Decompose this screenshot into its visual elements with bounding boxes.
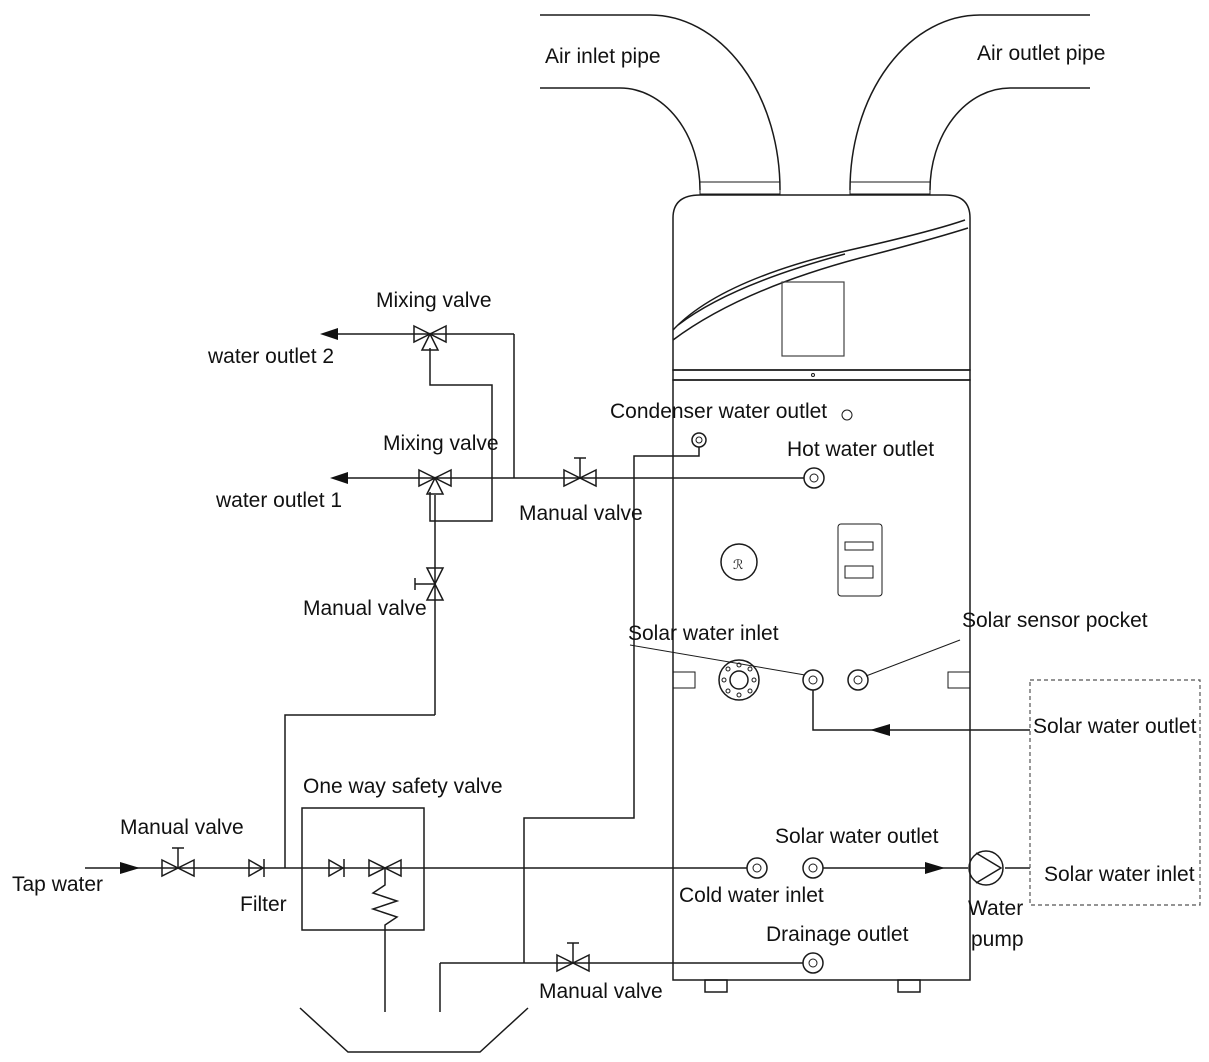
mixing-valve-top-label: Mixing valve: [376, 289, 492, 312]
cold-water-inlet-port: [746, 857, 768, 879]
solar-water-inlet-port: [802, 669, 824, 691]
mixing-valve-mid: [418, 468, 452, 495]
manual-valve-tap-label: Manual valve: [120, 816, 244, 839]
air-outlet-pipe: [849, 14, 1090, 195]
solar-sensor-pocket-port: [847, 669, 869, 691]
water-pump-symbol: [968, 850, 1004, 886]
solar-water-outlet-right-label: Solar water outlet: [1033, 715, 1197, 738]
water-outlet-2-label: water outlet 2: [207, 345, 334, 368]
water-outlet-1-label: water outlet 1: [215, 489, 342, 512]
air-outlet-pipe-label: Air outlet pipe: [977, 42, 1105, 65]
solar-inlet-pipe: [812, 690, 1030, 736]
solar-water-outlet-port: [802, 857, 824, 879]
water-pump-label-line1: Water: [968, 897, 1023, 920]
hot-water-pipe: [330, 472, 804, 484]
solar-sensor-pocket-label: Solar sensor pocket: [962, 609, 1148, 632]
filter-label: Filter: [240, 893, 287, 916]
one-way-safety-valve-label: One way safety valve: [303, 775, 503, 798]
hot-water-outlet-label: Hot water outlet: [787, 438, 934, 461]
solar-water-inlet-right-label: Solar water inlet: [1044, 863, 1195, 886]
manual-valve-mid-label: Manual valve: [519, 502, 643, 525]
tank-top-housing: [672, 194, 971, 381]
water-outlet-2-pipe: [320, 328, 515, 522]
hot-water-outlet-port: [803, 467, 825, 489]
leader-solar-sensor-pocket: [865, 639, 961, 677]
air-inlet-pipe-label: Air inlet pipe: [545, 45, 661, 68]
solar-water-inlet-tank-label: Solar water inlet: [628, 622, 779, 645]
tap-water-label: Tap water: [12, 873, 103, 896]
svg-text:ℛ: ℛ: [733, 558, 743, 573]
cold-water-inlet-label: Cold water inlet: [679, 884, 824, 907]
manual-valve-hot-line: [563, 457, 597, 488]
drainage-outlet-port: [802, 952, 824, 974]
manual-valve-tap: [161, 847, 195, 878]
condenser-drain-pipe: [439, 447, 803, 1012]
manual-valve-drain-label: Manual valve: [539, 980, 663, 1003]
leader-solar-water-inlet: [629, 644, 806, 676]
manual-valve-drain: [556, 942, 590, 973]
one-way-safety-valve: [301, 807, 425, 1012]
manual-valve-riser: [414, 567, 445, 601]
water-pump-label-line2: pump: [971, 928, 1024, 951]
solar-return-pipe: [823, 862, 1030, 874]
filter-symbol: [248, 858, 265, 878]
mixing-valve-top: [413, 324, 447, 351]
solar-water-outlet-tank-label: Solar water outlet: [775, 825, 939, 848]
condenser-water-outlet-port: [691, 432, 707, 448]
drainage-outlet-label: Drainage outlet: [766, 923, 909, 946]
water-tank-body: ℛ: [672, 379, 971, 993]
manual-valve-left-label: Manual valve: [303, 597, 427, 620]
solar-loop-dashed: [1029, 679, 1201, 906]
condenser-water-outlet-label: Condenser water outlet: [610, 400, 827, 423]
tap-water-main-pipe: [85, 862, 747, 874]
cold-feed-riser: [284, 495, 436, 868]
drain-funnel: [299, 1007, 529, 1053]
air-inlet-pipe: [540, 14, 781, 195]
mixing-valve-mid-label: Mixing valve: [383, 432, 499, 455]
